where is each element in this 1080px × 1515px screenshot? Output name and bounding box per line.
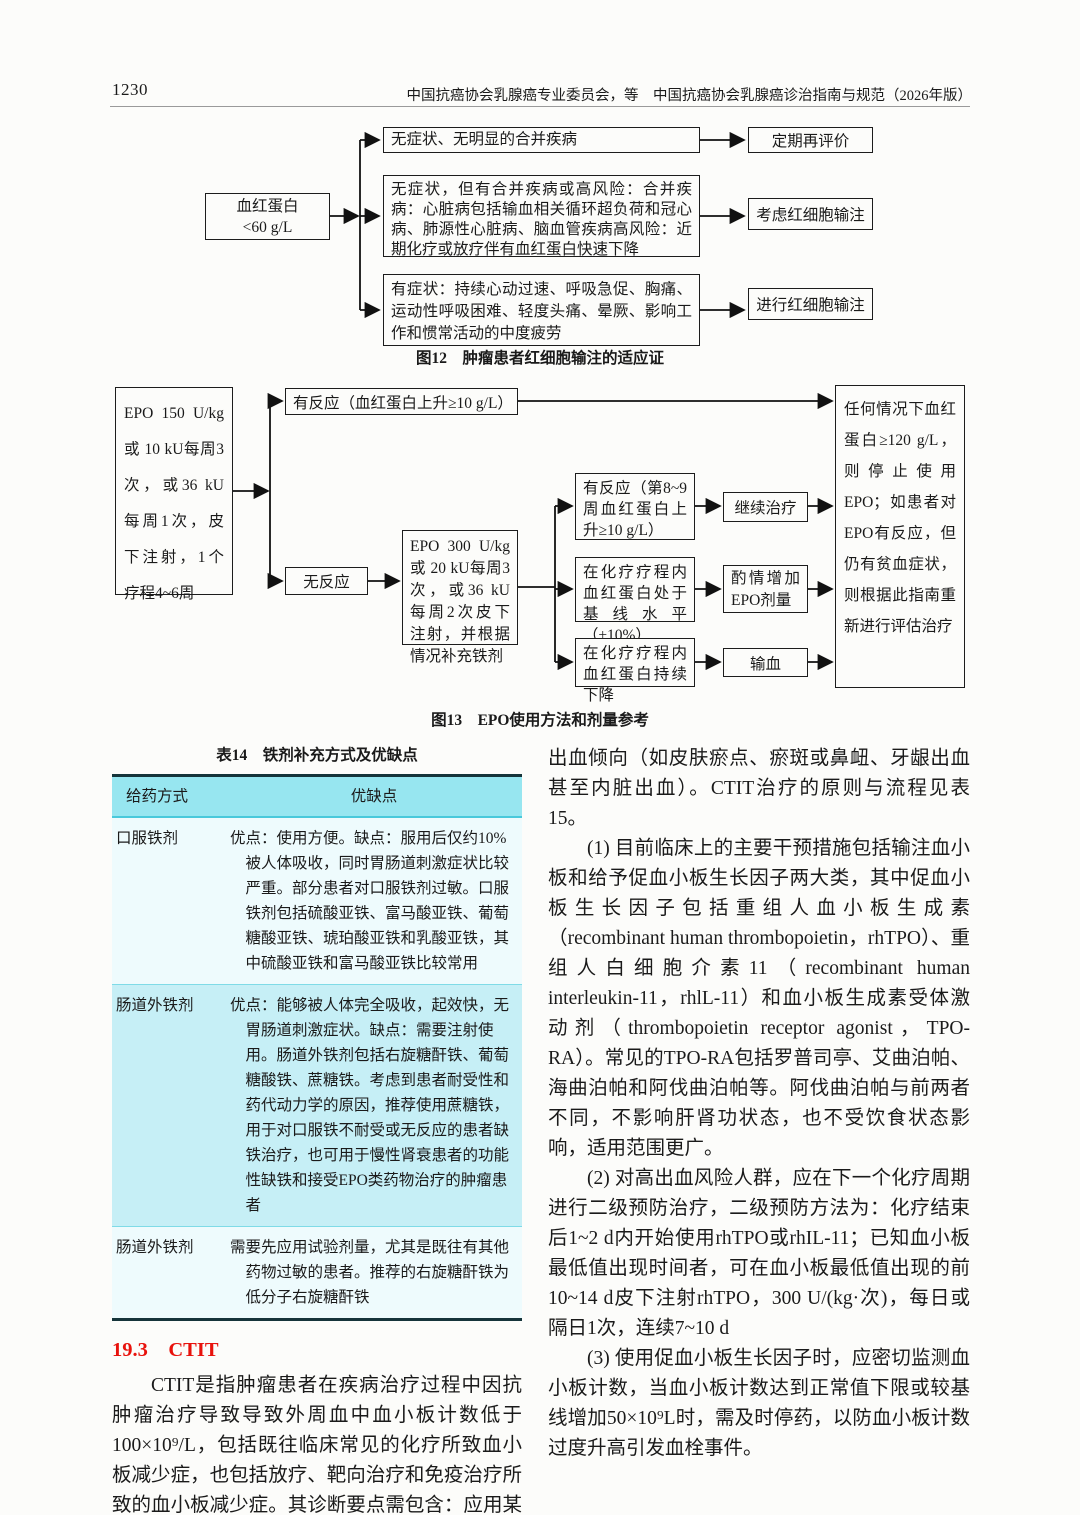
figure-12-arrows (330, 131, 746, 319)
header-rule (110, 106, 970, 107)
row-method: 口服铁剂 (112, 817, 226, 985)
left-column: 表14 铁剂补充方式及优缺点 给药方式 优缺点 口服铁剂 优点：使用方便。缺点：… (112, 744, 522, 1515)
figure-13-caption: 图13 EPO使用方法和剂量参考 (431, 712, 649, 729)
figure-13-flowchart: EPO 150 U/kg或 10 kU每周3次，或36 kU每周1次，皮下注射，… (110, 378, 970, 704)
table-row: 肠道外铁剂 优点：能够被人体完全吸收，起效快，无胃肠道刺激症状。缺点：需要注射使… (112, 984, 522, 1227)
section-heading-19-3-ctit: 19.3 CTIT (112, 1339, 219, 1361)
table-header-method: 给药方式 (112, 775, 226, 818)
fig12-node-comorbidity-risk: 无症状，但有合并疾病或高风险：合并疾病：心脏病包括输血相关循环超负荷和冠心病、肺… (383, 175, 700, 258)
figure-13-arrows (233, 392, 834, 671)
body-paragraph: (2) 对高出血风险人群，应在下一个化疗周期进行二级预防治疗，二级预防方法为：化… (548, 1168, 970, 1339)
table-header-pros-cons: 优缺点 (226, 775, 522, 818)
table-header-row: 给药方式 优缺点 (112, 775, 522, 818)
table-14: 给药方式 优缺点 口服铁剂 优点：使用方便。缺点：服用后仅约10%被人体吸收，同… (112, 774, 522, 1321)
fig12-outcome-consider-transfusion: 考虑红细胞输注 (748, 198, 873, 230)
body-paragraph: CTIT是指肿瘤患者在疾病治疗过程中因抗肿瘤治疗导致导致外周血中血小板计数低于1… (112, 1375, 522, 1515)
fig13-node-no-response: 无反应 (285, 567, 368, 595)
table-row: 口服铁剂 优点：使用方便。缺点：服用后仅约10%被人体吸收，同时胃肠道刺激症状比… (112, 817, 522, 985)
body-paragraph: (1) 目前临床上的主要干预措施包括输注血小板和给予促血小板生长因子两大类，其中… (548, 838, 970, 1159)
table-row: 肠道外铁剂 需要先应用试验剂量，尤其是既往有其他药物过敏的患者。推荐的右旋糖酐铁… (112, 1226, 522, 1320)
figure-12-caption: 图12 肿瘤患者红细胞输注的适应证 (415, 350, 664, 367)
body-paragraph: 出血倾向（如皮肤瘀点、瘀斑或鼻衄、牙龈出血甚至内脏出血）。CTIT治疗的原则与流… (548, 748, 970, 829)
body-paragraph: (3) 使用促血小板生长因子时，应密切监测血小板计数，当血小板计数达到正常值下限… (548, 1348, 970, 1459)
fig13-node-response-week8-9: 有反应（第8~9周血红蛋白上升≥10 g/L） (575, 473, 695, 540)
journal-header: 中国抗癌协会乳腺癌专业委员会，等 中国抗癌协会乳腺癌诊治指南与规范（2026年版… (406, 88, 973, 104)
fig13-node-stop-rule: 任何情况下血红蛋白≥120 g/L，则停止使用EPO；如患者对EPO有反应，但仍… (835, 385, 965, 688)
fig13-action-increase-epo: 酌情增加EPO剂量 (723, 565, 808, 613)
row-method: 肠道外铁剂 (112, 984, 226, 1227)
fig13-node-epo-300: EPO 300 U/kg或 20 kU每周3次，或36 kU每周2次皮下注射，并… (402, 530, 518, 665)
fig13-node-continuous-decline: 在化疗疗程内血红蛋白持续下降 (575, 638, 695, 704)
fig13-node-baseline-level: 在化疗疗程内血红蛋白处于基线水平（±10%） (575, 557, 695, 644)
table-14-title: 表14 铁剂补充方式及优缺点 (216, 747, 418, 764)
fig12-node-asymptomatic: 无症状、无明显的合并疾病 (383, 127, 700, 153)
row-detail: 优点：能够被人体完全吸收，起效快，无胃肠道刺激症状。缺点：需要注射使用。肠道外铁… (230, 997, 510, 1214)
figure-12-flowchart: 血红蛋白 <60 g/L 无症状、无明显的合并疾病 无症状，但有合并疾病或高风险… (110, 122, 970, 357)
fig12-node-hemoglobin: 血红蛋白 <60 g/L (205, 193, 330, 240)
fig12-outcome-perform-transfusion: 进行红细胞输注 (748, 288, 873, 320)
row-detail: 需要先应用试验剂量，尤其是既往有其他药物过敏的患者。推荐的右旋糖酐铁为低分子右旋… (230, 1239, 510, 1306)
fig13-action-continue-treatment: 继续治疗 (723, 492, 808, 522)
page-number: 1230 (112, 80, 148, 99)
fig12-node-symptomatic: 有症状：持续心动过速、呼吸急促、胸痛、运动性呼吸困难、轻度头痛、晕厥、影响工作和… (383, 274, 700, 346)
fig12-outcome-reevaluate: 定期再评价 (748, 127, 873, 153)
fig13-node-epo-150: EPO 150 U/kg或 10 kU每周3次，或36 kU每周1次，皮下注射，… (115, 387, 233, 602)
fig13-node-response: 有反应（血红蛋白上升≥10 g/L） (285, 388, 518, 415)
row-detail: 优点：使用方便。缺点：服用后仅约10%被人体吸收，同时胃肠道刺激症状比较严重。部… (230, 830, 510, 972)
fig13-action-transfusion: 输血 (723, 648, 808, 677)
right-column: 出血倾向（如皮肤瘀点、瘀斑或鼻衄、牙龈出血甚至内脏出血）。CTIT治疗的原则与流… (548, 744, 970, 1464)
row-method: 肠道外铁剂 (112, 1226, 226, 1320)
